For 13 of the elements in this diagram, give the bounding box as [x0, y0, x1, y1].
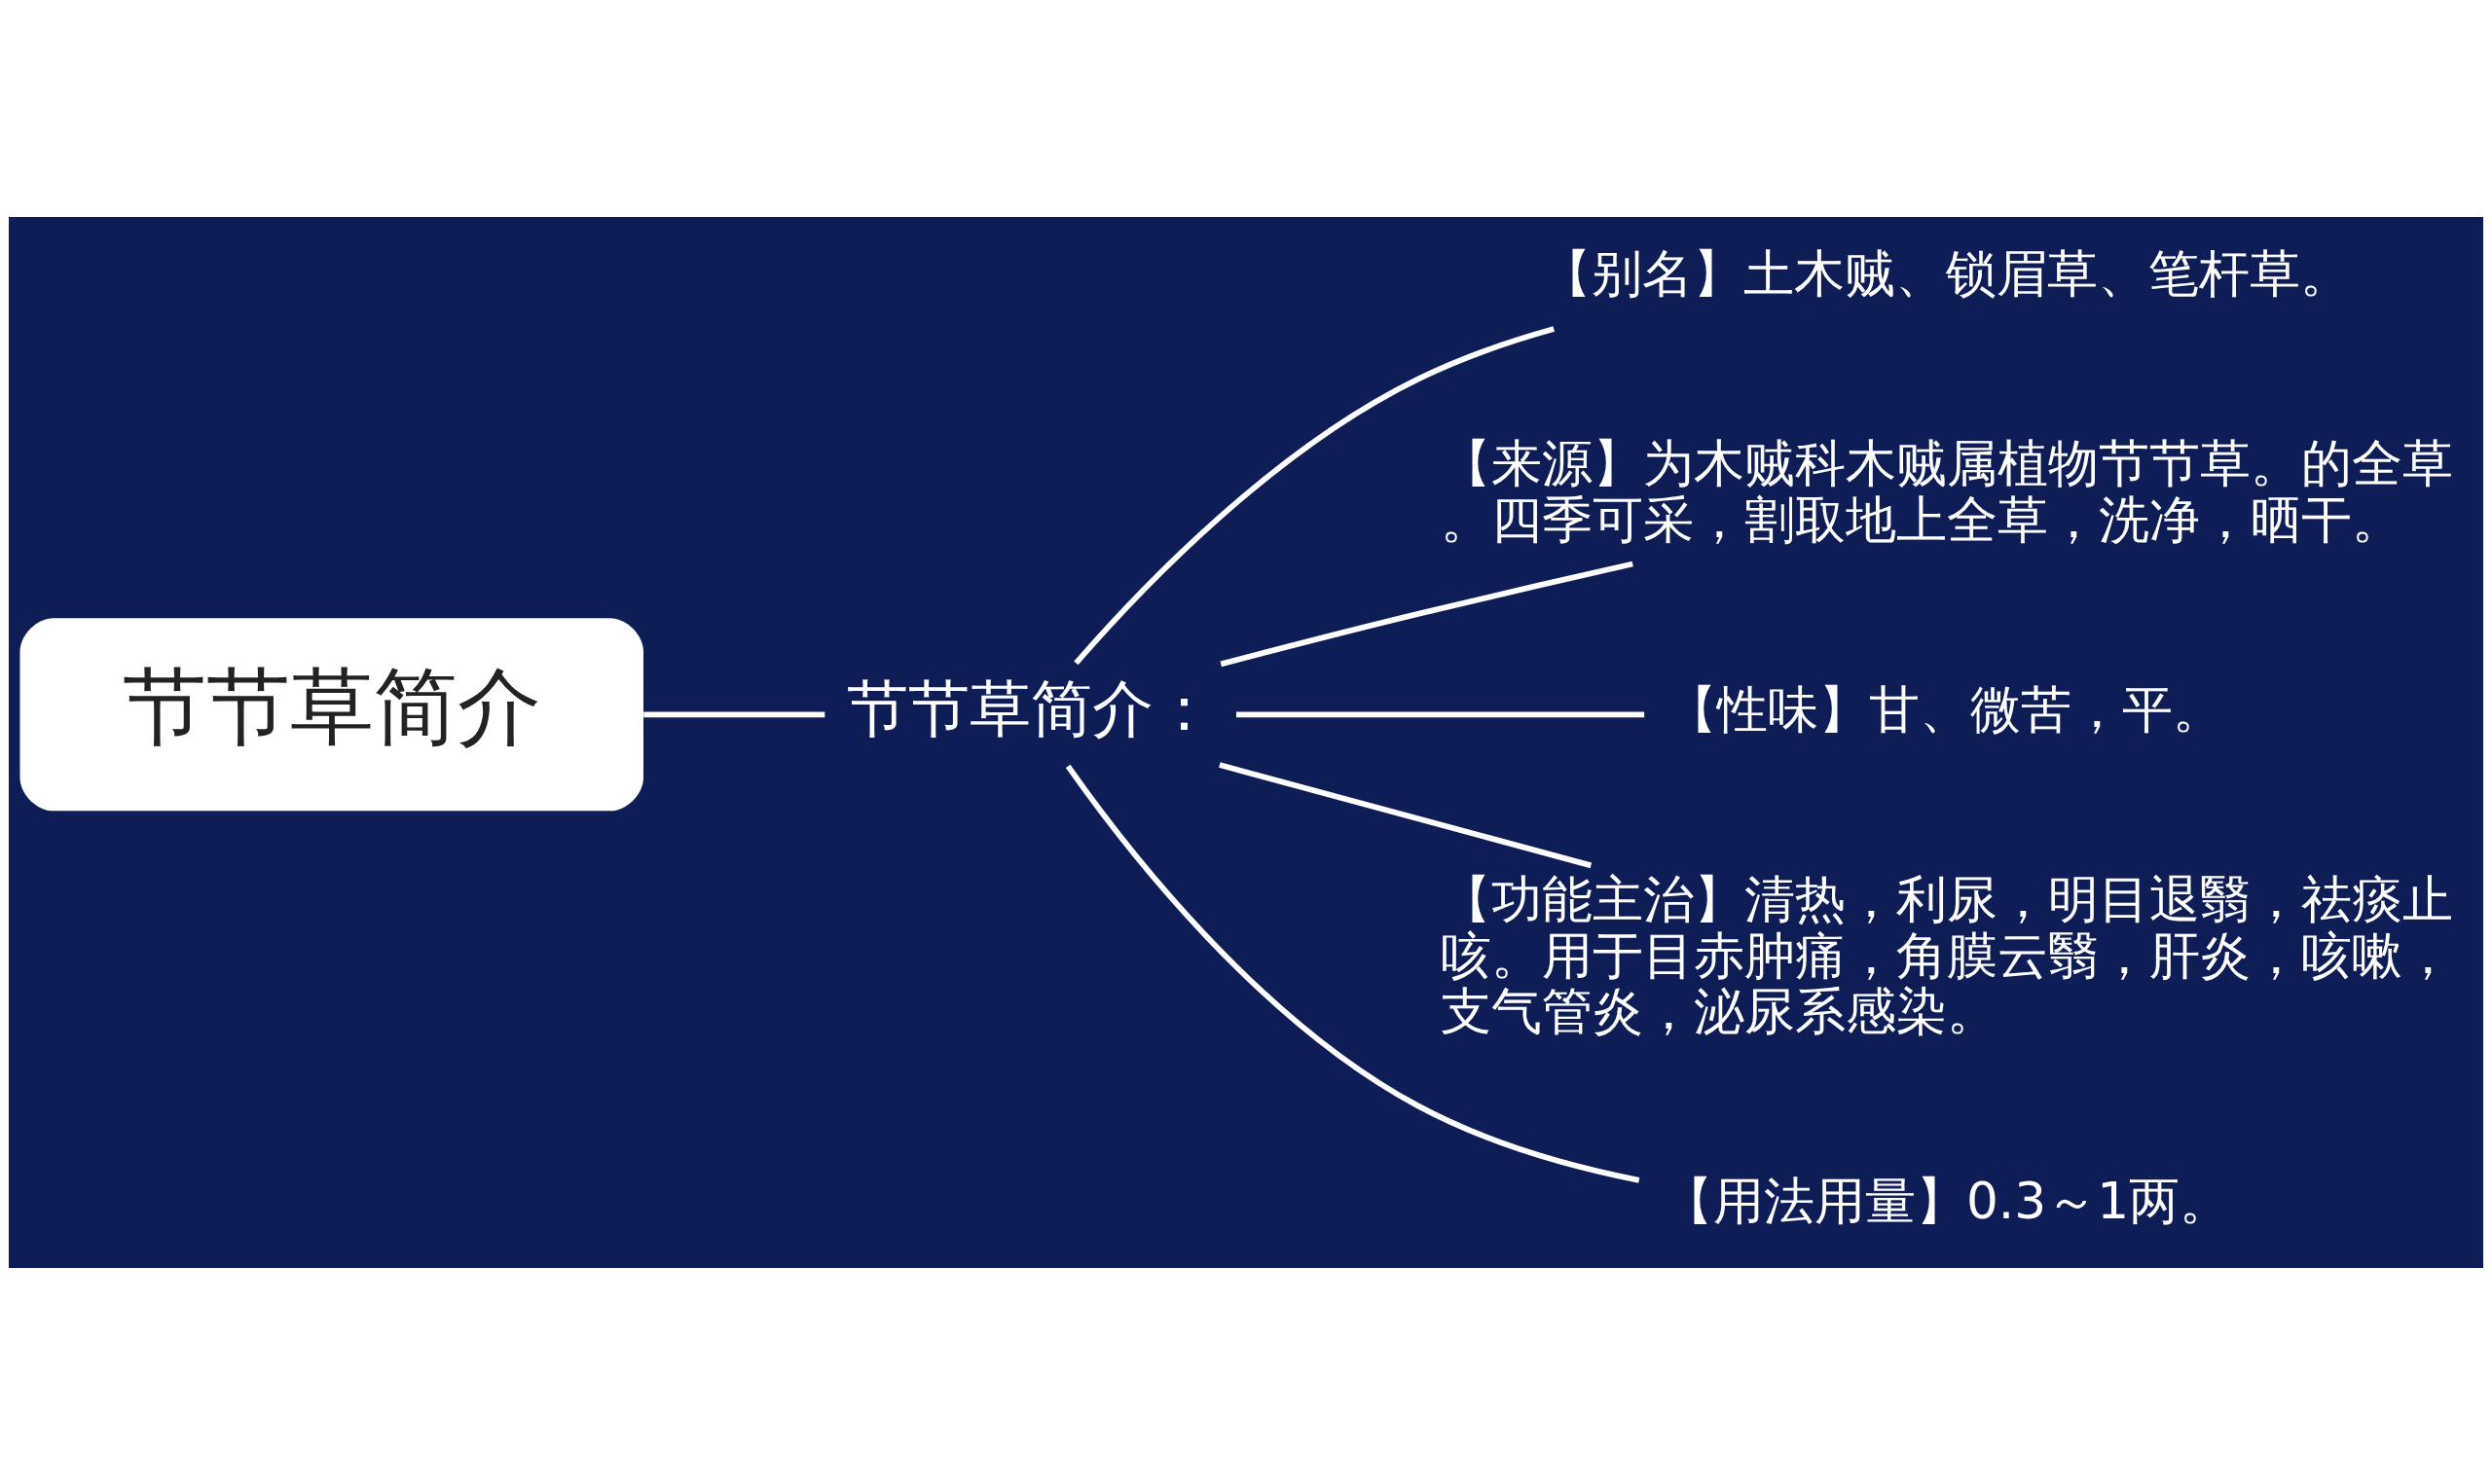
connector: [1219, 761, 1593, 868]
node-text: 【用法用量】0.3～1两。: [1662, 1171, 2231, 1230]
connector: [1236, 710, 1645, 717]
connector: [1220, 561, 1633, 667]
node-text: 节节草简介：: [846, 671, 1215, 744]
node-text: 【性味】甘、微苦，平。: [1667, 679, 2224, 739]
connector: [643, 710, 825, 717]
node-text: 【功能主治】清热，利尿，明目退翳，祛痰止咳。用于目赤肿痛，角膜云翳，肝炎，咳嗽，支气管炎，泌尿系感染。: [1440, 869, 2453, 1040]
node-text: 【别名】土木贼、锁眉草、笔杆草。: [1541, 243, 2352, 303]
connector: [1065, 764, 1640, 1183]
node-box: 节节草简介: [19, 617, 643, 811]
connector: [1074, 325, 1555, 665]
node-text: 【来源】为木贼科木贼属植物节节草。的全草。四季可采，割取地上全草，洗净，晒干。: [1440, 433, 2453, 549]
